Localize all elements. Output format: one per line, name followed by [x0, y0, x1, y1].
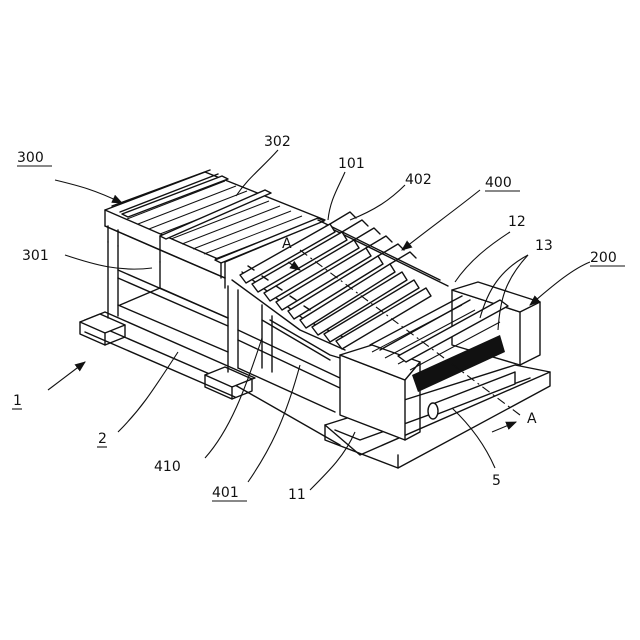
label-1: 1	[13, 393, 22, 409]
label-300: 300	[17, 150, 44, 166]
label-301: 301	[22, 248, 49, 264]
label-402: 402	[405, 172, 432, 188]
label-400: 400	[485, 175, 512, 191]
label-2: 2	[98, 431, 107, 447]
label-401: 401	[212, 485, 239, 501]
label-302: 302	[264, 134, 291, 150]
section-a-top: A	[282, 236, 292, 252]
label-13: 13	[535, 238, 553, 254]
section-arrow-bottom	[492, 422, 516, 432]
label-12: 12	[508, 214, 526, 230]
section-a-bottom: A	[527, 411, 537, 427]
label-101: 101	[338, 156, 365, 172]
label-11: 11	[288, 487, 306, 503]
label-410: 410	[154, 459, 181, 475]
label-200: 200	[590, 250, 617, 266]
label-5: 5	[492, 473, 501, 489]
